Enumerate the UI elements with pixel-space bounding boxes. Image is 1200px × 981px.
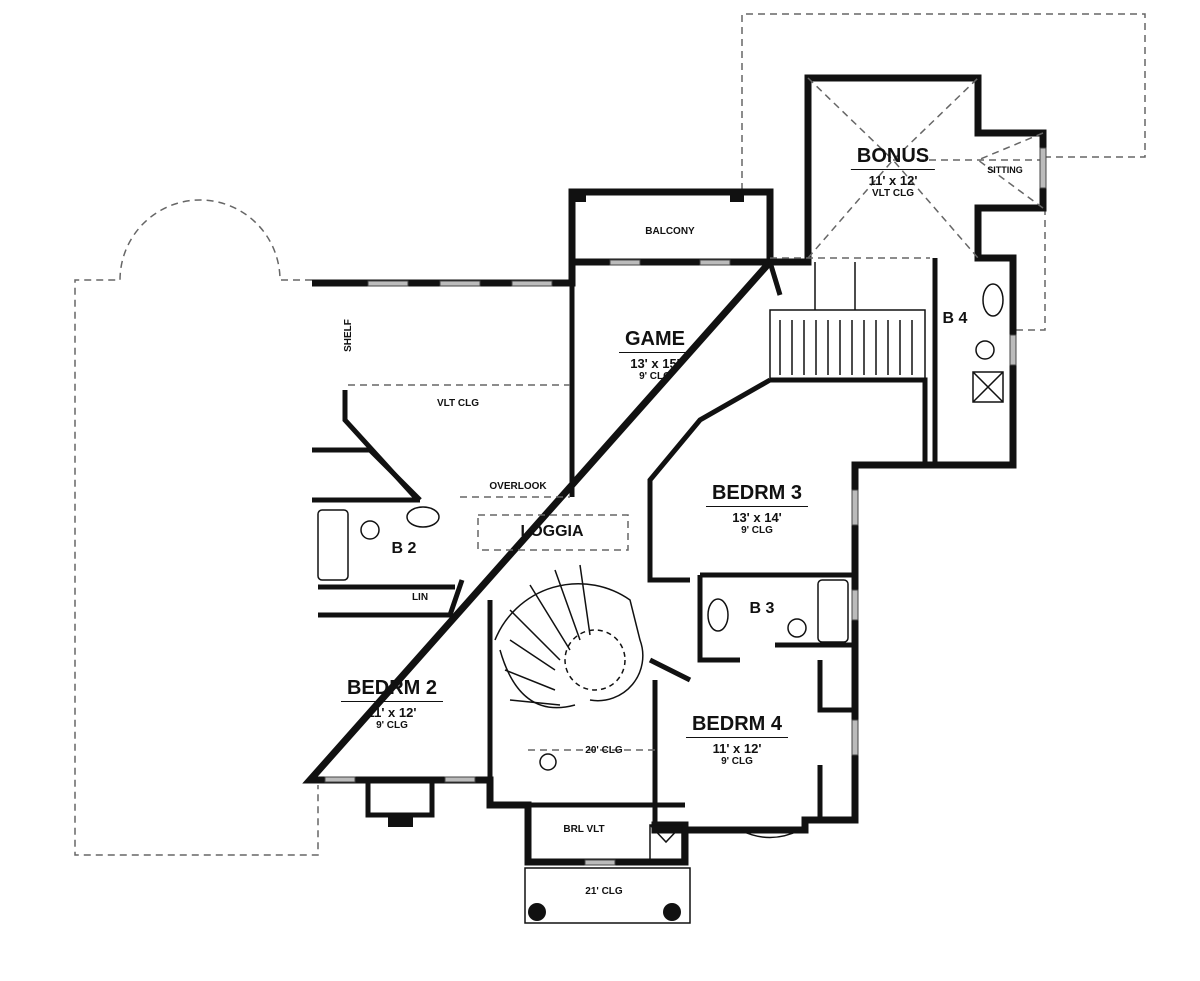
windows [324,147,1047,866]
balcony-post [572,190,586,202]
balcony-post [730,190,744,202]
label-b2: B 2 [391,540,417,557]
bay-projection [365,780,435,818]
label-b3: B 3 [749,600,775,617]
chimney [388,815,413,827]
lower-roof-outline-right [741,13,1146,331]
label-b4: B 4 [942,310,968,327]
label-vlt-clg: VLT CLG [436,398,480,409]
room-bedrm4: BEDRM 4 11' x 12' 9' CLG [685,713,789,767]
label-balcony: BALCONY [645,226,695,237]
column [663,903,681,921]
bonus-vault-lines [807,77,1044,259]
label-lin: LIN [411,592,429,603]
label-shelf: SHELF [342,319,354,352]
room-game: GAME 13' x 15' 9' CLG [619,328,691,382]
column [528,903,546,921]
room-bedrm3: BEDRM 3 13' x 14' 9' CLG [705,482,809,536]
fixtures [317,283,1004,861]
label-overlook: OVERLOOK [489,481,547,492]
porch [524,867,691,924]
loggia-outline [477,514,629,551]
room-bonus: BONUS 11' x 12' VLT CLG [850,145,936,199]
lower-roof-outline-left [74,199,319,856]
straight-stairs [769,262,926,381]
spiral-stairs [494,564,644,771]
label-sitting: SITTING [987,165,1023,175]
vault-line [348,257,930,751]
label-loggia: LOGGIA [520,523,584,540]
label-stair-clg: 20' CLG [585,745,623,756]
label-brl-vlt: BRL VLT [563,824,605,835]
label-porch-clg: 21' CLG [585,886,623,897]
room-bedrm2: BEDRM 2 11' x 12' 9' CLG [340,677,444,731]
